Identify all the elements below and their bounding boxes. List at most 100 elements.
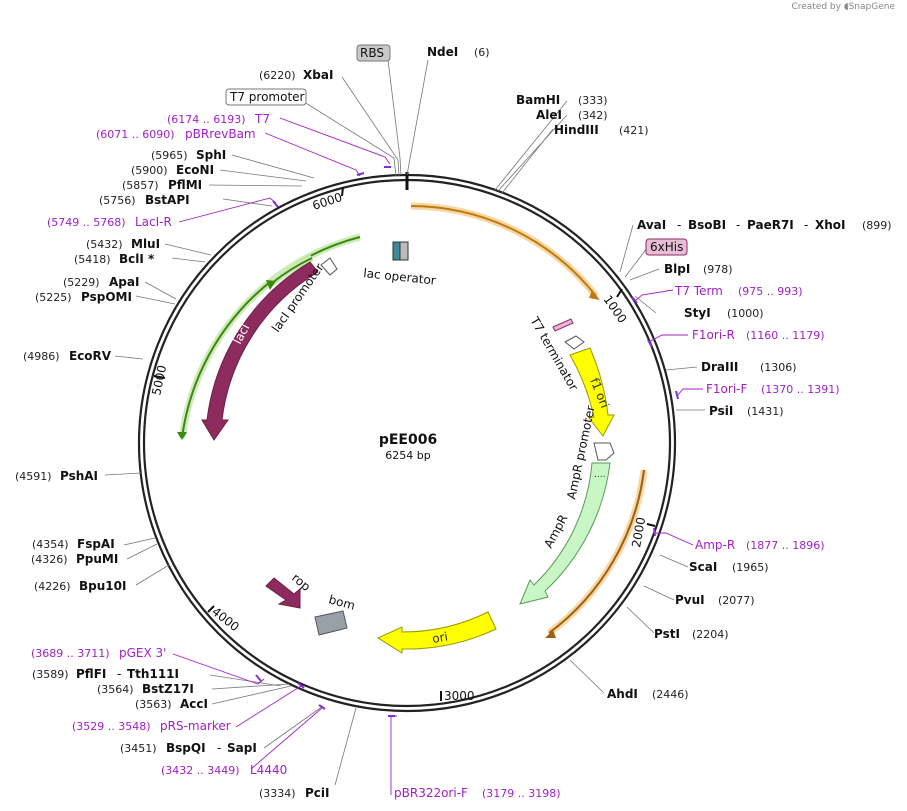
primer-pbrrevbam[interactable]: pBRrevBam: [185, 127, 256, 141]
ori-feature[interactable]: [376, 611, 497, 654]
t7-promoter-label: T7 promoter: [229, 90, 305, 104]
site-acci-pos: (3563): [135, 698, 172, 711]
primer-f1ori-f-pos: (1370 .. 1391): [761, 383, 840, 396]
site-ndei[interactable]: NdeI: [427, 45, 458, 59]
f1-ori-feature[interactable]: [569, 347, 615, 437]
site-pcii-pos: (3334): [259, 787, 296, 800]
orf-left-inner-arrowhead: [266, 280, 276, 290]
site-apai[interactable]: ApaI: [109, 275, 139, 289]
site-bpu10i[interactable]: Bpu10I: [79, 579, 126, 593]
primer-t7[interactable]: T7: [254, 112, 270, 126]
site-bstz17i-pos: (3564): [97, 683, 134, 696]
t7-terminator-label: T7 terminator: [527, 314, 581, 393]
orf-left-outer-arrowhead: [177, 432, 187, 440]
primer-l4440[interactable]: L4440: [250, 763, 287, 777]
orf-top-glow: [410, 202, 599, 299]
ampr-promoter-feature[interactable]: [593, 442, 615, 461]
ampr-dots: ....: [594, 470, 605, 480]
site-xbai[interactable]: XbaI: [303, 68, 333, 82]
site-bspqi[interactable]: BspQI: [166, 741, 206, 755]
site-pflmi[interactable]: PflMI: [168, 178, 202, 192]
site-ppumi-pos: (4326): [31, 553, 68, 566]
site-bstapi[interactable]: BstAPI: [145, 193, 190, 207]
primer-amp-r-pos: (1877 .. 1896): [746, 539, 825, 552]
his-tag-box[interactable]: [645, 238, 688, 256]
site-avai[interactable]: AvaI: [637, 218, 666, 232]
t7-promoter-box[interactable]: [225, 88, 307, 106]
primer-laci-r-pos: (5749 .. 5768): [47, 216, 126, 229]
site-psti-pos: (2204): [692, 628, 729, 641]
ampr-feature[interactable]: [519, 462, 611, 605]
site-psti[interactable]: PstI: [654, 627, 680, 641]
bom-feature[interactable]: [314, 610, 348, 636]
primer-prs-pos: (3529 .. 3548): [72, 720, 151, 733]
site-pflfi[interactable]: PflFI: [76, 667, 106, 681]
primer-f1ori-f[interactable]: F1ori-F: [706, 382, 747, 396]
site-econi-pos: (5900): [131, 164, 168, 177]
orf-top-arrowhead: [589, 290, 600, 300]
site-pspomi[interactable]: PspOMI: [81, 290, 132, 304]
primer-pgex-pos: (3689 .. 3711): [31, 647, 110, 660]
site-hindiii[interactable]: HindIII: [554, 123, 599, 137]
site-xbai-pos: (6220): [259, 69, 296, 82]
t7-terminator-feature[interactable]: [552, 318, 574, 332]
primer-pbrrevbam-pos: (6071 .. 6090): [96, 128, 175, 141]
site-draiii[interactable]: DraIII: [701, 360, 738, 374]
primer-t7term[interactable]: T7 Term: [674, 284, 723, 298]
site-tth111i-pos: (3589): [32, 668, 69, 681]
site-bpu10i-pos: (4226): [34, 580, 71, 593]
laci-feature[interactable]: [201, 261, 319, 441]
primer-t7term-pos: (975 .. 993): [738, 285, 803, 298]
site-xhoi[interactable]: XhoI: [815, 218, 846, 232]
site-sapi[interactable]: SapI: [227, 741, 257, 755]
site-ppumi[interactable]: PpuMI: [76, 552, 118, 566]
primer-amp-r[interactable]: Amp-R: [695, 538, 735, 552]
primer-pbr322[interactable]: pBR322ori-F: [394, 786, 468, 800]
site-blpi[interactable]: BlpI: [664, 262, 690, 276]
site-pvui[interactable]: PvuI: [675, 593, 705, 607]
site-ecorv[interactable]: EcoRV: [69, 349, 112, 363]
site-sphi[interactable]: SphI: [196, 148, 226, 162]
primer-laci-r[interactable]: LacI-R: [135, 215, 172, 229]
site-apai-pos: (5229): [63, 276, 100, 289]
site-scai[interactable]: ScaI: [689, 560, 717, 574]
laci-promoter-feature[interactable]: [320, 257, 338, 276]
site-pcii[interactable]: PciI: [305, 786, 330, 800]
site-styi[interactable]: StyI: [684, 306, 711, 320]
site-tth111i[interactable]: Tth111I: [127, 667, 179, 681]
primer-marks: [255, 166, 679, 717]
tick-label-5000: 5000: [149, 364, 169, 397]
site-ecorv-pos: (4986): [23, 350, 60, 363]
site-sapi-pos: (3451): [120, 742, 157, 755]
bom-label: bom: [327, 592, 356, 612]
site-bamhi[interactable]: BamHI: [516, 93, 560, 107]
primer-pgex[interactable]: pGEX 3': [119, 646, 166, 660]
site-mlui-pos: (5432): [86, 238, 123, 251]
site-fspai[interactable]: FspAI: [77, 537, 115, 551]
site-acci[interactable]: AccI: [180, 697, 208, 711]
site-bstapi-pos: (5756): [99, 194, 136, 207]
site-econi[interactable]: EcoNI: [176, 163, 214, 177]
rbs-box[interactable]: [356, 44, 391, 62]
snapgene-logo-icon: ◖: [843, 2, 849, 12]
rop-feature[interactable]: [265, 577, 301, 609]
site-bsobi[interactable]: BsoBI: [688, 218, 726, 232]
site-paer7i[interactable]: PaeR7I: [747, 218, 794, 232]
snapgene-credit: Created by ◖SnapGene: [791, 2, 895, 12]
site-psii[interactable]: PsiI: [709, 404, 733, 418]
site-alei[interactable]: AleI: [536, 108, 562, 122]
primer-prs[interactable]: pRS-marker: [160, 719, 231, 733]
site-sep-1: -: [677, 218, 681, 232]
site-ahdi[interactable]: AhdI: [607, 687, 638, 701]
site-bstz17i[interactable]: BstZ17I: [142, 682, 194, 696]
lac-operator-label: lac operator: [363, 266, 437, 288]
primer-t7-pos: (6174 .. 6193): [167, 113, 246, 126]
site-pshai[interactable]: PshAI: [60, 469, 98, 483]
site-mlui[interactable]: MluI: [131, 237, 160, 251]
site-scai-pos: (1965): [732, 561, 769, 574]
site-sphi-pos: (5965): [151, 149, 188, 162]
site-pflmi-pos: (5857): [122, 179, 159, 192]
site-bcli[interactable]: BclI *: [119, 252, 155, 266]
primer-leaders: [172, 117, 703, 795]
primer-f1ori-r[interactable]: F1ori-R: [692, 328, 735, 342]
